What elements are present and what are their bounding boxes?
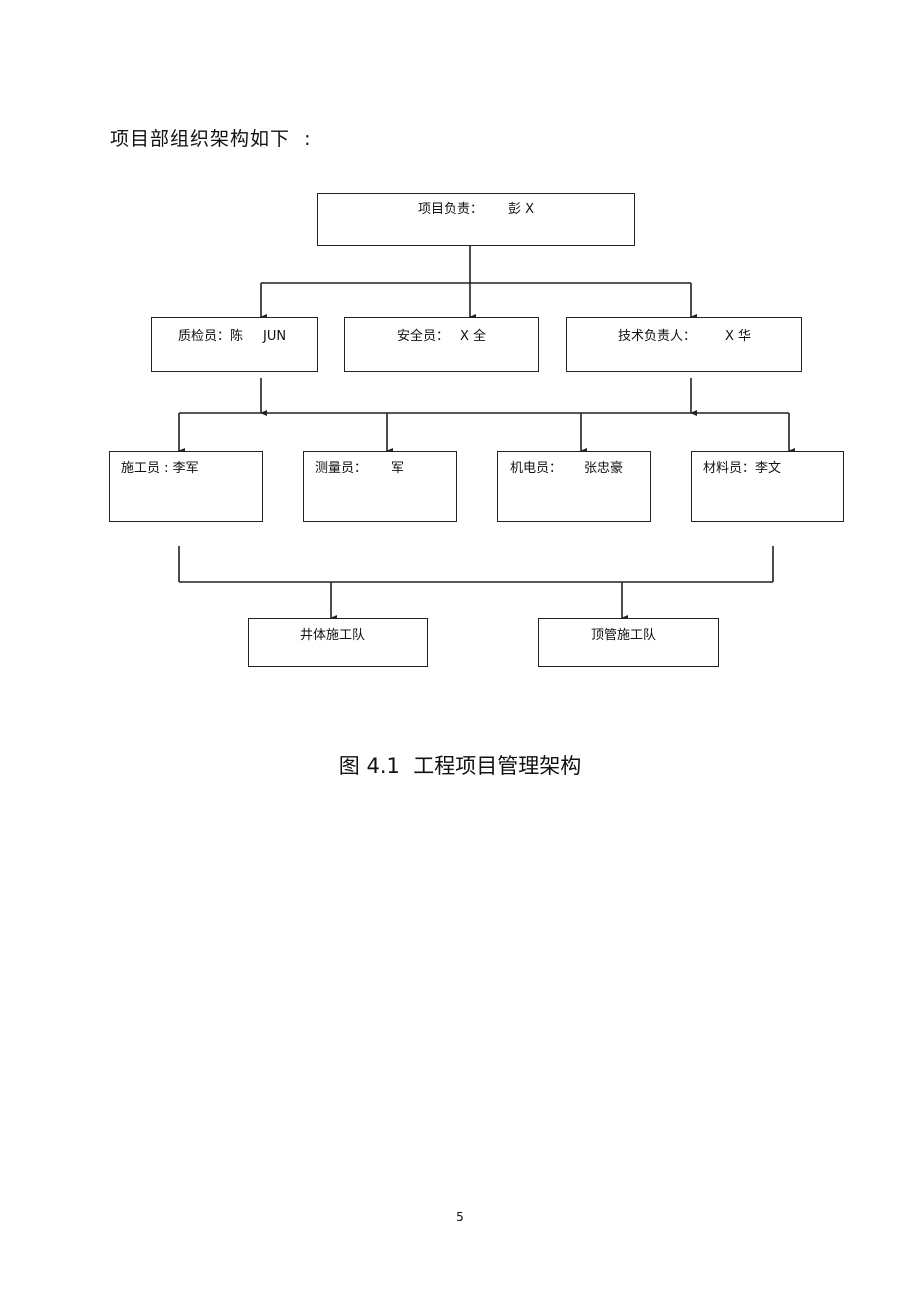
manager-person: 彭 X (508, 202, 535, 217)
pipe-team-label: 顶管施工队 (591, 628, 657, 643)
node-pipe-team: 顶管施工队 (538, 618, 719, 667)
electrical-role: 机电员： (510, 461, 563, 476)
node-project-manager: 项目负责： 彭 X (317, 193, 635, 246)
intro-text: 项目部组织架构如下 : (110, 128, 312, 150)
node-safety-officer: 安全员： X 全 (344, 317, 539, 372)
survey-person: 军 (391, 461, 405, 476)
node-material-clerk: 材料员：李文 (691, 451, 844, 522)
tech-person: X 华 (725, 329, 752, 344)
quality-role: 质检员：陈 (178, 329, 244, 344)
material-label: 材料员：李文 (703, 461, 782, 476)
figure-caption: 图 4.1 工程项目管理架构 (338, 754, 582, 778)
tech-role: 技术负责人： (618, 329, 697, 344)
page-number: 5 (456, 1210, 464, 1224)
manager-role: 项目负责： (418, 202, 484, 217)
safety-person: X 全 (460, 329, 487, 344)
survey-role: 测量员： (315, 461, 368, 476)
node-surveyor: 测量员： 军 (303, 451, 457, 522)
node-well-team: 井体施工队 (248, 618, 428, 667)
node-construction-worker: 施工员 : 李军 (109, 451, 263, 522)
electrical-person: 张忠豪 (584, 461, 624, 476)
construction-label: 施工员 : 李军 (121, 461, 199, 476)
node-technical-lead: 技术负责人： X 华 (566, 317, 802, 372)
node-electromechanical: 机电员： 张忠豪 (497, 451, 651, 522)
well-team-label: 井体施工队 (300, 628, 366, 643)
node-quality-inspector: 质检员：陈 JUN (151, 317, 318, 372)
quality-person: JUN (263, 329, 287, 344)
safety-role: 安全员： (397, 329, 450, 344)
